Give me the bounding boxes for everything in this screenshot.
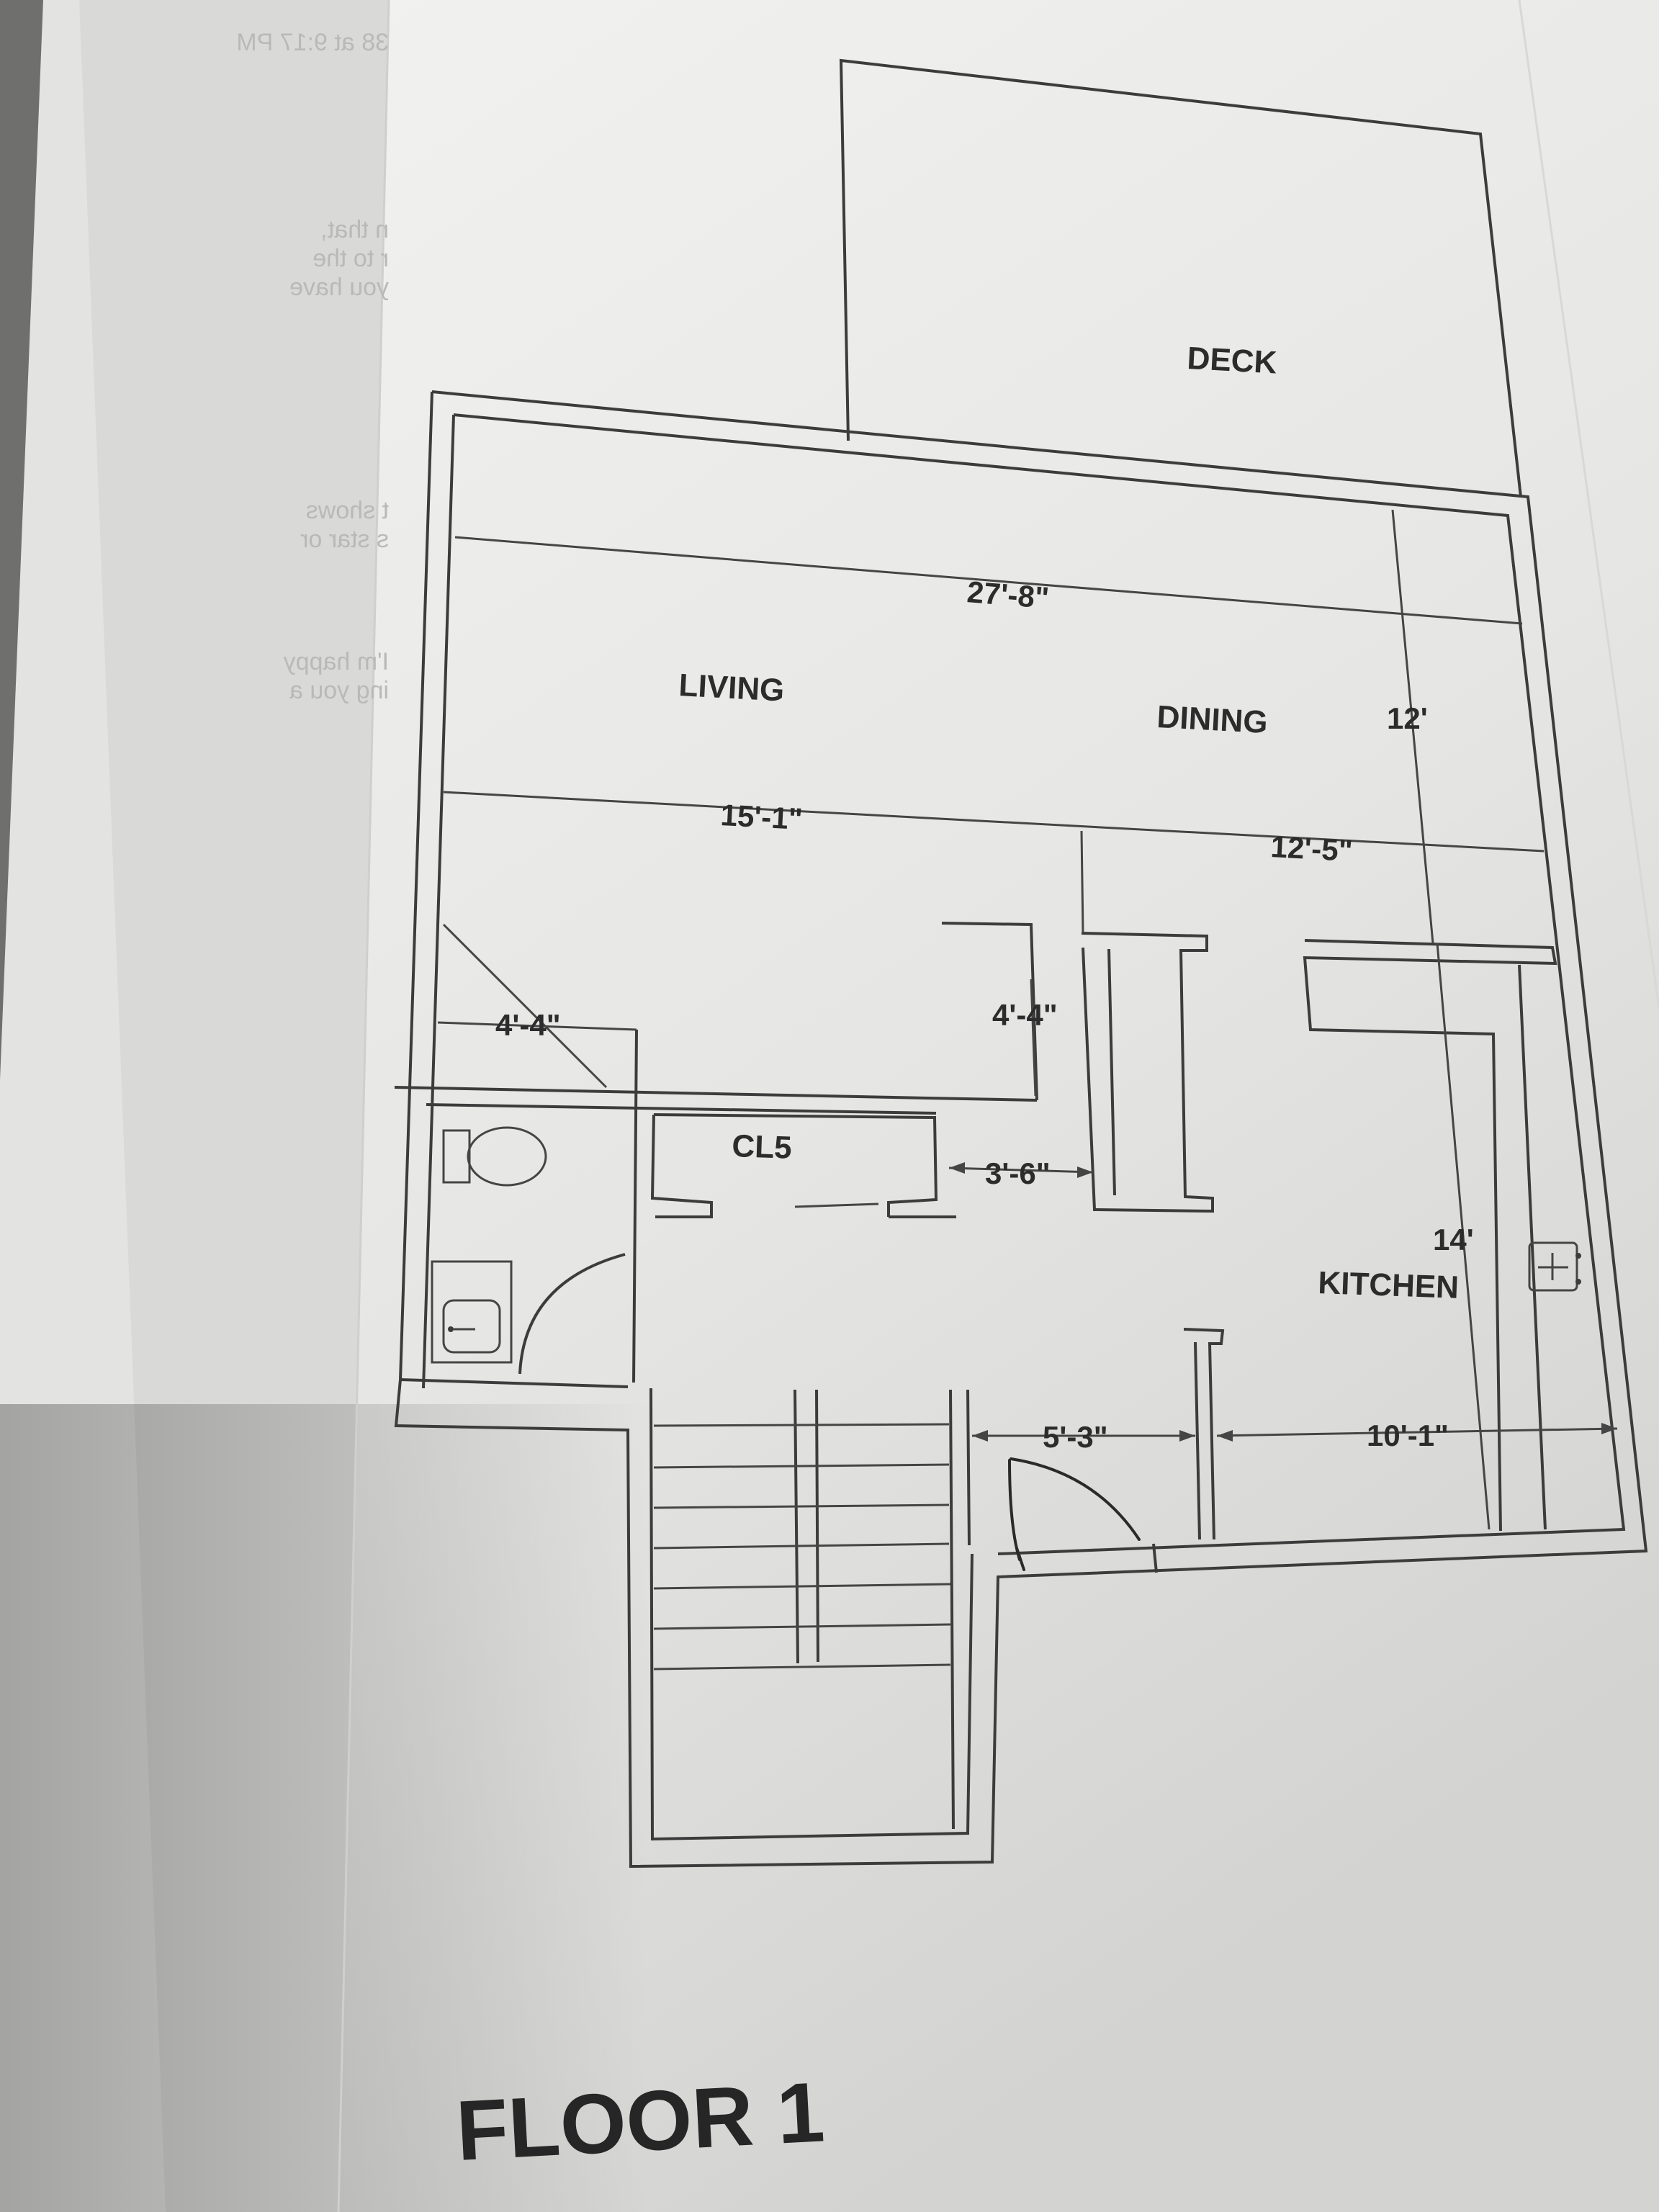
- dim-bath-width: 4'-4": [495, 1008, 561, 1042]
- deck: [839, 58, 1522, 498]
- toilet-icon: [442, 1126, 547, 1187]
- room-label-deck: DECK: [1186, 341, 1277, 380]
- dim-dining-width: 12'-5": [1270, 830, 1354, 868]
- dim-kitchen-depth: 14': [1433, 1223, 1474, 1256]
- kitchen-sink-icon: [1528, 1241, 1581, 1292]
- svg-text:r to the: r to the: [313, 245, 389, 272]
- dim-overall-width: 27'-8": [966, 575, 1050, 615]
- dim-entry-width: 5'-3": [1043, 1420, 1108, 1454]
- svg-text:38 at 9:17 PM: 38 at 9:17 PM: [236, 29, 389, 56]
- dim-passage-width: 3'-6": [985, 1156, 1051, 1190]
- svg-text:ing you a: ing you a: [289, 677, 389, 704]
- svg-text:I'm happy: I'm happy: [284, 648, 389, 675]
- dim-hall-depth: 4'-4": [992, 998, 1058, 1032]
- bath-sink-icon: [431, 1260, 513, 1364]
- stairs: [653, 1389, 955, 1830]
- bleed-through-text: 38 at 9:17 PM n that, r to the you have …: [236, 29, 389, 704]
- svg-text:you have: you have: [289, 274, 389, 301]
- svg-text:t shows: t shows: [306, 497, 389, 524]
- svg-text:s star or: s star or: [300, 526, 389, 553]
- interior-walls: [394, 922, 1557, 1573]
- svg-text:n that,: n that,: [320, 216, 389, 243]
- plan-title: FLOOR 1: [454, 2064, 827, 2179]
- room-label-dining: DINING: [1156, 699, 1268, 740]
- dimension-lines: [437, 509, 1618, 1530]
- dim-living-width: 15'-1": [720, 798, 804, 836]
- entry-door-sketch: [1008, 1457, 1141, 1571]
- room-label-closet: CL5: [732, 1128, 793, 1166]
- dim-depth-dining: 12': [1387, 701, 1428, 735]
- room-label-kitchen: KITCHEN: [1318, 1265, 1460, 1305]
- bath-diagonal: [442, 923, 608, 1089]
- exterior-walls: [394, 390, 1648, 1869]
- dim-kitchen-width: 10'-1": [1367, 1419, 1449, 1452]
- bath-door-swing: [518, 1253, 626, 1375]
- room-label-living: LIVING: [678, 667, 785, 709]
